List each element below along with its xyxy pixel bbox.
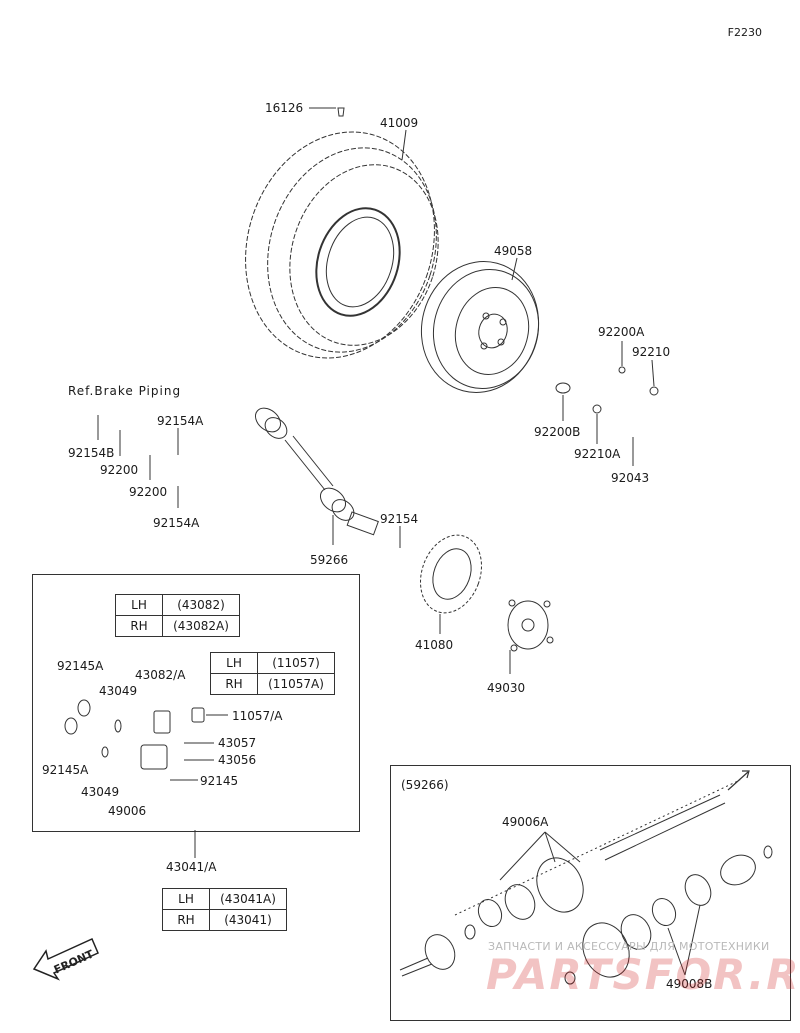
caliper-box [32,574,360,832]
label-43049-1[interactable]: 43049 [99,684,138,698]
label-92210[interactable]: 92210 [632,345,671,359]
label-92210a[interactable]: 92210A [574,447,621,461]
label-49008b[interactable]: 49008B [666,977,713,991]
cell-num[interactable]: (11057A) [257,673,335,695]
tire-41009[interactable] [217,107,463,383]
watermark-logo: PARTSFOR.RU [486,950,800,999]
nut-92210 [649,386,659,396]
cell-side: LH [115,594,163,616]
label-92154a-top[interactable]: 92154A [157,414,204,428]
label-92145a-2[interactable]: 92145A [42,763,89,777]
label-49006a[interactable]: 49006A [502,815,549,829]
label-43082a[interactable]: 43082/A [135,668,186,682]
label-92145[interactable]: 92145 [200,774,239,788]
label-41080[interactable]: 41080 [415,638,454,652]
label-49058[interactable]: 49058 [494,244,533,258]
cell-num[interactable]: (43082A) [162,615,240,637]
table-43082: LH(43082) RH(43082A) [115,594,240,637]
cell-side: RH [210,673,258,695]
label-43041a[interactable]: 43041/A [166,860,217,874]
label-92043[interactable]: 92043 [611,471,650,485]
label-92154b[interactable]: 92154B [68,446,115,460]
label-43056[interactable]: 43056 [218,753,257,767]
cell-num[interactable]: (11057) [257,652,335,674]
diagram-code: F2230 [727,26,762,39]
nut-92210a [592,404,602,414]
drive-shaft-59266[interactable] [251,403,379,536]
ref-brake-piping[interactable]: Ref.Brake Piping [68,384,182,398]
washer-92200b [555,382,571,394]
table-43041: LH(43041A) RH(43041) [162,888,287,931]
label-59266[interactable]: 59266 [310,553,349,567]
label-92154a-bottom[interactable]: 92154A [153,516,200,530]
label-92200a[interactable]: 92200A [598,325,645,339]
table-11057: LH(11057) RH(11057A) [210,652,335,695]
label-ref-59266[interactable]: (59266) [401,778,449,792]
cell-side: RH [162,909,210,931]
caliper-43041[interactable] [64,699,205,770]
cell-side: LH [162,888,210,910]
label-92200b[interactable]: 92200B [534,425,581,439]
cell-num[interactable]: (43041) [209,909,287,931]
watermark-text: ЗАПЧАСТИ И АКСЕССУАРЫ ДЛЯ МОТОТЕХНИКИ [488,940,770,953]
rim-49058[interactable] [407,248,553,406]
cell-side: LH [210,652,258,674]
label-49006[interactable]: 49006 [108,804,147,818]
label-92145a-1[interactable]: 92145A [57,659,104,673]
label-92200-1[interactable]: 92200 [100,463,139,477]
label-16126[interactable]: 16126 [265,101,304,115]
hub-49030[interactable] [507,599,554,652]
label-11057a[interactable]: 11057/A [232,709,283,723]
valve-16126 [337,107,345,117]
front-arrow-icon: FRONT [32,938,99,981]
shaft-exploded-view[interactable] [399,779,773,985]
brake-disc-41080[interactable] [410,526,492,621]
shaft-detail-box [390,765,791,1021]
cell-side: RH [115,615,163,637]
cell-num[interactable]: (43041A) [209,888,287,910]
washer-92200a [618,366,626,374]
label-43057[interactable]: 43057 [218,736,257,750]
cell-num[interactable]: (43082) [162,594,240,616]
label-41009[interactable]: 41009 [380,116,419,130]
label-49030[interactable]: 49030 [487,681,526,695]
label-92200-2[interactable]: 92200 [129,485,168,499]
label-92154[interactable]: 92154 [380,512,419,526]
label-43049-2[interactable]: 43049 [81,785,120,799]
